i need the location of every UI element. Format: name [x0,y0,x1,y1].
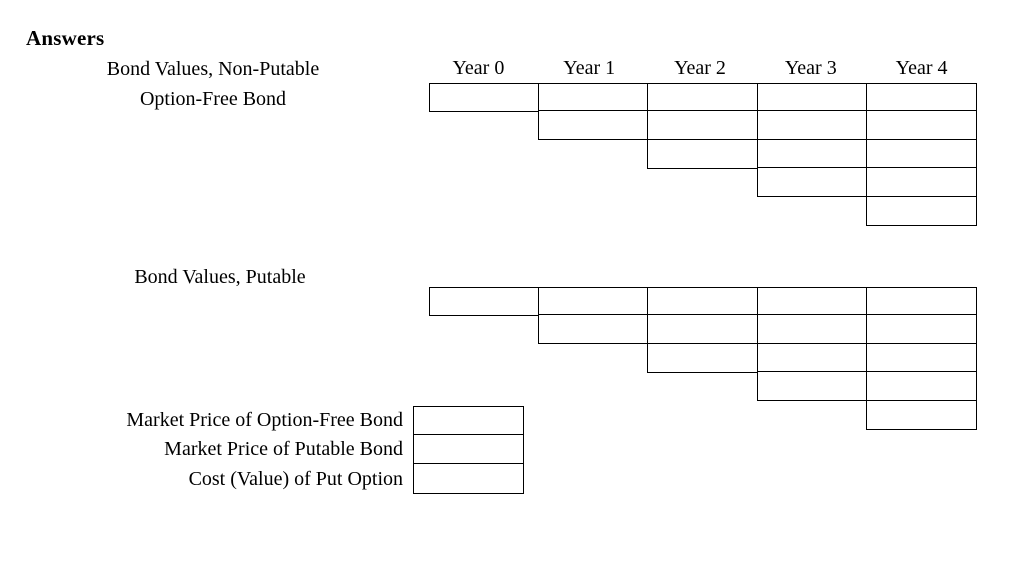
lattice-cell[interactable] [866,195,977,226]
caption-line-1: Bond Values, Non-Putable [106,58,320,80]
year-header-1: Year 1 [563,57,616,79]
lattice-cell[interactable] [537,110,649,141]
lattice-cell[interactable] [647,342,759,373]
lattice-cell[interactable] [537,287,649,316]
lattice-cell[interactable] [756,371,868,402]
year-header-3: Year 3 [784,57,837,79]
page-title: Answers [26,26,105,50]
lattice-row [423,167,977,198]
summary-value-box[interactable] [413,406,524,436]
lattice-cell[interactable] [756,167,868,198]
summary-label: Cost (Value) of Put Option [188,467,403,490]
lattice-cell[interactable] [866,110,977,141]
lattice-row [423,138,977,169]
lattice-cell[interactable] [866,83,977,112]
lattice-row [423,195,977,226]
summary-row-put-option-cost: Cost (Value) of Put Option [0,463,1024,494]
lattice-cell[interactable] [756,342,868,373]
lattice-cell[interactable] [647,138,759,169]
lattice-cell[interactable] [866,287,977,316]
lattice-cell[interactable] [756,110,868,141]
summary-value-box[interactable] [413,433,524,465]
lattice-cell[interactable] [537,314,649,345]
year-header-0: Year 0 [452,57,505,79]
lattice-non-putable-bond [423,83,977,226]
lattice-cell[interactable] [866,342,977,373]
year-header-4: Year 4 [895,57,948,79]
lattice-cell[interactable] [756,287,868,316]
lattice-cell[interactable] [866,371,977,402]
lattice-cell[interactable] [647,110,759,141]
summary-row-option-free-price: Market Price of Option-Free Bond [0,406,1024,436]
lattice-cell[interactable] [866,138,977,169]
lattice-putable-bond [423,287,977,430]
lattice-cell[interactable] [866,314,977,345]
lattice-row [423,83,977,112]
summary-label: Market Price of Putable Bond [164,438,403,461]
lattice-row [423,110,977,141]
lattice-cell[interactable] [428,287,540,316]
lattice-cell[interactable] [647,314,759,345]
summary-row-putable-price: Market Price of Putable Bond [0,433,1024,465]
summary-value-box[interactable] [413,463,524,494]
lattice-row [423,399,977,430]
caption-line-1: Bond Values, Putable [134,266,306,288]
caption-line-2: Option-Free Bond [139,88,287,110]
lattice-cell[interactable] [866,399,977,430]
lattice-row [423,287,977,316]
caption-putable-bond: Bond Values, Putable [112,262,328,292]
lattice-cell[interactable] [647,287,759,316]
lattice-cell[interactable] [537,83,649,112]
year-header-row: Year 0 Year 1 Year 2 Year 3 Year 4 [423,55,977,81]
lattice-row [423,314,977,345]
lattice-cell[interactable] [428,83,540,112]
lattice-cell[interactable] [756,83,868,112]
lattice-row [423,342,977,373]
lattice-row [423,371,977,402]
summary-section: Market Price of Option-Free Bond Market … [0,406,1024,494]
summary-label: Market Price of Option-Free Bond [126,409,403,431]
lattice-cell[interactable] [756,138,868,169]
caption-non-putable-bond: Bond Values, Non-Putable Option-Free Bon… [72,54,354,114]
lattice-cell[interactable] [756,314,868,345]
lattice-cell[interactable] [647,83,759,112]
year-header-2: Year 2 [674,57,726,79]
lattice-cell[interactable] [866,167,977,198]
